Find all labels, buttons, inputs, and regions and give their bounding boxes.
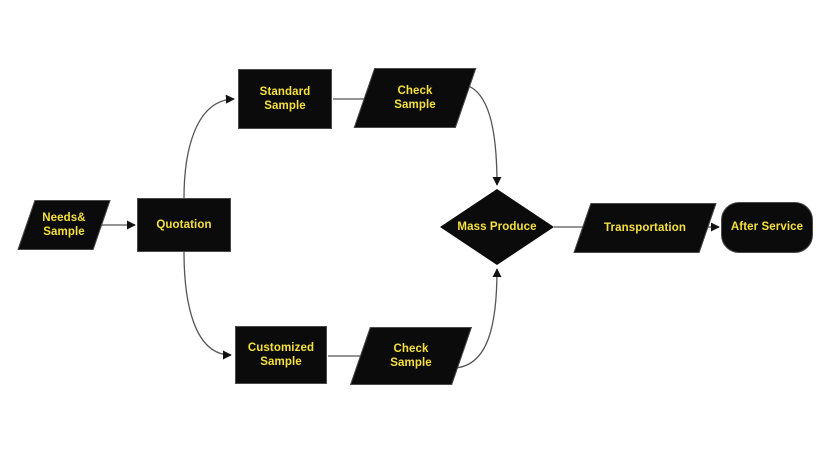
check-sample-top-label: Check Sample	[394, 84, 436, 111]
node-customized-sample[interactable]: Customized Sample	[235, 326, 327, 384]
after-service-label: After Service	[730, 221, 804, 234]
quotation-label: Quotation	[156, 218, 212, 231]
node-check-sample-top[interactable]: Check Sample	[353, 68, 477, 128]
standard-sample-shape	[238, 69, 332, 129]
node-quotation[interactable]: Quotation	[137, 198, 231, 252]
needs-sample-label: Needs& Sample	[42, 211, 86, 238]
customized-sample-label: Customized Sample	[247, 341, 315, 368]
node-after-service[interactable]: After Service	[721, 202, 813, 253]
edge-quotation-to-customized	[183, 251, 232, 360]
mass-produce-shape	[440, 189, 554, 265]
edge-quotation-to-standard	[183, 94, 235, 199]
node-transportation[interactable]: Transportation	[573, 203, 717, 253]
edge-check-bottom-to-mass	[451, 268, 502, 369]
transportation-label: Transportation	[604, 221, 686, 234]
node-standard-sample[interactable]: Standard Sample	[238, 69, 332, 129]
quotation-shape	[137, 198, 231, 252]
node-needs-sample[interactable]: Needs& Sample	[17, 200, 111, 250]
mass-produce-label: Mass Produce	[457, 220, 537, 233]
node-mass-produce[interactable]: Mass Produce	[440, 189, 554, 265]
customized-sample-shape	[235, 326, 327, 384]
standard-sample-label: Standard Sample	[259, 85, 311, 112]
check-sample-bottom-label: Check Sample	[390, 342, 432, 369]
after-service-shape	[721, 202, 813, 253]
node-check-sample-bottom[interactable]: Check Sample	[350, 327, 472, 385]
